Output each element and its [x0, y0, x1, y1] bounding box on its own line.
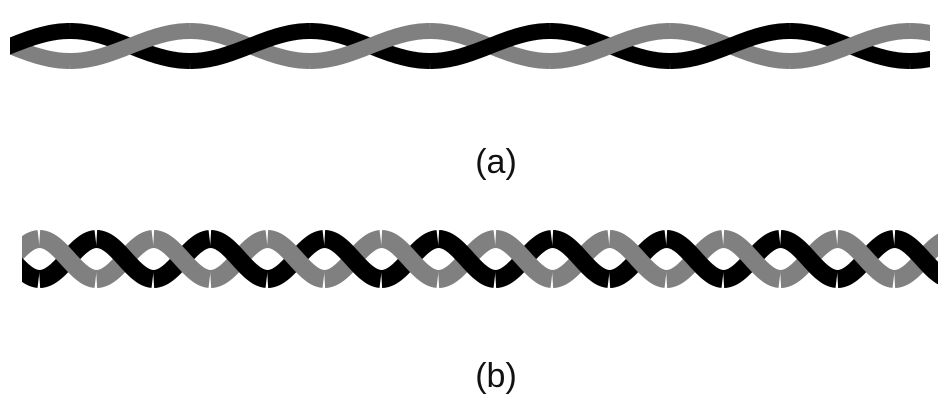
strand-gray-segment — [381, 230, 439, 288]
twisted-pair-loose — [10, 23, 930, 69]
strand-gray-segment — [39, 230, 97, 288]
strand-gray-segment — [153, 230, 211, 288]
strand-gray-segment — [495, 230, 553, 288]
strand-black-segment — [666, 230, 724, 288]
strand-gray-segment — [10, 37, 71, 69]
strand-gray-segment — [22, 230, 40, 261]
strand-black-segment — [210, 230, 268, 288]
strand-black-segment — [189, 23, 311, 69]
panel-b-caption: (b) — [475, 357, 517, 395]
strand-gray-segment — [837, 230, 895, 288]
strand-gray-segment — [69, 23, 191, 69]
strand-black-segment — [10, 23, 71, 55]
strand-gray-segment — [723, 230, 781, 288]
twisted-pair-tight — [22, 230, 938, 288]
strand-gray-segment — [549, 23, 671, 69]
strand-gray-segment — [789, 23, 911, 69]
strand-gray-segment — [309, 23, 431, 69]
strand-black-segment — [780, 230, 838, 288]
strand-black-segment — [324, 230, 382, 288]
strand-gray-segment — [609, 230, 667, 288]
strand-black-segment — [429, 23, 551, 69]
strand-black-segment — [96, 230, 154, 288]
strand-black-segment — [438, 230, 496, 288]
strand-black-segment — [552, 230, 610, 288]
strand-black-segment — [669, 23, 791, 69]
strand-black-segment — [894, 230, 938, 285]
strand-black-segment — [22, 257, 40, 288]
panel-a-caption: (a) — [475, 143, 517, 181]
strand-gray-segment — [267, 230, 325, 288]
